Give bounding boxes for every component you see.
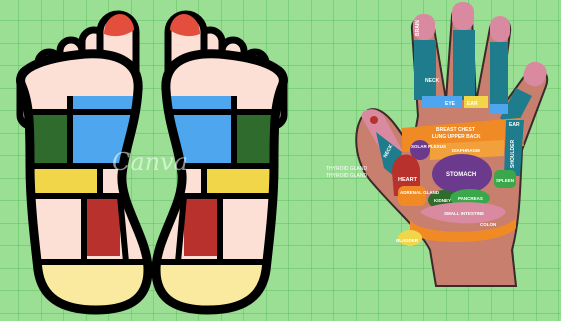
side-label-thyroid-1: THYROID GLAND <box>326 166 368 172</box>
ear-small-zone <box>490 104 508 114</box>
ring-zone <box>490 42 508 108</box>
label-solar-plexus: SOLAR PLEXUS <box>411 144 446 149</box>
label-diaphragm: DIAPHRAGM <box>452 148 480 153</box>
label-ear: EAR <box>509 122 520 128</box>
label-neck: NECK <box>425 78 440 84</box>
label-lung-upper-back: LUNG UPPER BACK <box>432 134 481 140</box>
right-zone-dark-red <box>184 196 220 256</box>
index-zone <box>414 40 436 100</box>
label-adrenal-gland: ADRENAL GLAND <box>400 190 440 195</box>
label-bladder: BLADDER <box>396 238 419 243</box>
side-label-thyroid-2: THYROID GLAND <box>326 173 368 179</box>
label-heart: HEART <box>398 177 418 183</box>
eye-zone <box>422 96 462 108</box>
label-brain: BRAIN <box>415 20 421 36</box>
thumb-point <box>370 116 378 124</box>
label-small-intestine: SMALL INTESTINE <box>444 211 484 216</box>
label-breast-chest: BREAST CHEST <box>436 127 475 133</box>
label-eye: EYE <box>445 101 456 107</box>
label-stomach: STOMACH <box>446 172 476 178</box>
label-pancreas: PANCREAS <box>458 196 483 201</box>
label-shoulder: SHOULDER <box>510 140 516 168</box>
watermark-text: Canva <box>112 148 188 176</box>
label-ear-top: EAR <box>467 101 478 107</box>
label-colon: COLON <box>480 222 496 227</box>
label-kidney: KIDNEY <box>434 198 451 203</box>
ring-fingertip <box>490 16 510 42</box>
middle-fingertip <box>452 2 474 30</box>
adrenal-gland-zone <box>398 186 426 206</box>
middle-zone <box>453 30 475 100</box>
left-zone-dark-red <box>84 196 120 256</box>
label-spleen: SPLEEN <box>496 178 514 183</box>
